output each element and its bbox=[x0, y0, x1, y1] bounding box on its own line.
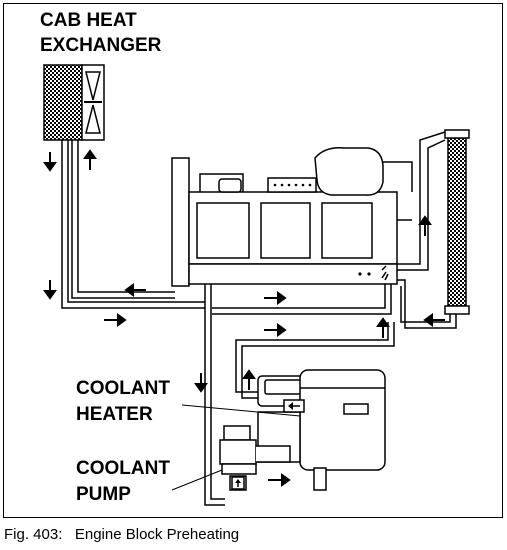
arrow-up-icon bbox=[376, 317, 390, 338]
arrow-down-icon bbox=[43, 280, 57, 300]
label-cab-heat-exchanger-line2: EXCHANGER bbox=[40, 35, 162, 56]
engine-preheating-diagram bbox=[43, 64, 470, 506]
arrow-right-icon bbox=[264, 323, 287, 337]
heater-hoses bbox=[204, 284, 395, 506]
arrow-up-icon bbox=[83, 149, 97, 170]
arrow-right-icon bbox=[268, 473, 291, 487]
cab-heat-exchanger bbox=[43, 64, 105, 141]
arrow-down-icon bbox=[194, 373, 208, 393]
label-coolant-heater-line1: COOLANT bbox=[76, 378, 170, 399]
arrow-right-icon bbox=[264, 291, 287, 305]
arrow-right-icon bbox=[104, 313, 127, 327]
label-coolant-pump-line2: PUMP bbox=[76, 484, 131, 505]
boxed-arrow-up-icon bbox=[231, 476, 245, 490]
arrow-down-icon bbox=[43, 152, 57, 172]
label-cab-heat-exchanger-line1: CAB HEAT bbox=[40, 10, 137, 31]
figure-frame bbox=[3, 3, 503, 518]
fan-icon bbox=[84, 71, 102, 134]
radiator bbox=[397, 129, 470, 329]
arrow-left-icon bbox=[124, 283, 146, 297]
boxed-arrow-left-icon bbox=[283, 399, 305, 413]
figure-caption: Fig. 403: Engine Block Preheating bbox=[4, 526, 240, 543]
arrow-up-icon bbox=[242, 369, 256, 390]
coolant-heater bbox=[257, 369, 386, 491]
arrow-up-icon bbox=[418, 215, 432, 236]
cab-heater-hoses bbox=[61, 140, 205, 309]
label-coolant-pump-line1: COOLANT bbox=[76, 458, 170, 479]
heater-leader-line bbox=[181, 404, 301, 417]
engine-block bbox=[171, 146, 413, 287]
pump-leader-line bbox=[171, 469, 223, 491]
flow-arrows bbox=[43, 149, 445, 487]
arrow-left-icon bbox=[423, 313, 445, 327]
label-coolant-heater-line2: HEATER bbox=[76, 404, 153, 425]
